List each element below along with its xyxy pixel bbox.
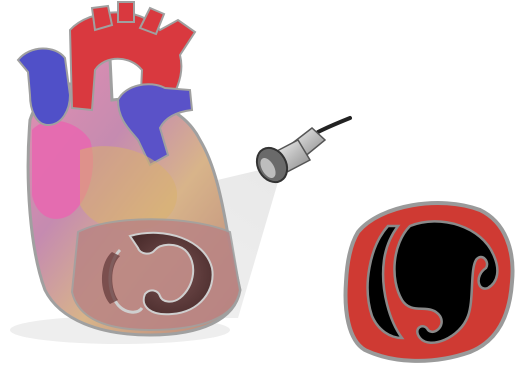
ultrasound-probe-icon	[251, 118, 350, 188]
heart-slice	[72, 219, 240, 330]
probe-cable	[318, 118, 350, 132]
vena-cava	[18, 48, 70, 125]
heart-illustration	[18, 2, 240, 335]
short-axis-cross-section	[346, 203, 513, 361]
